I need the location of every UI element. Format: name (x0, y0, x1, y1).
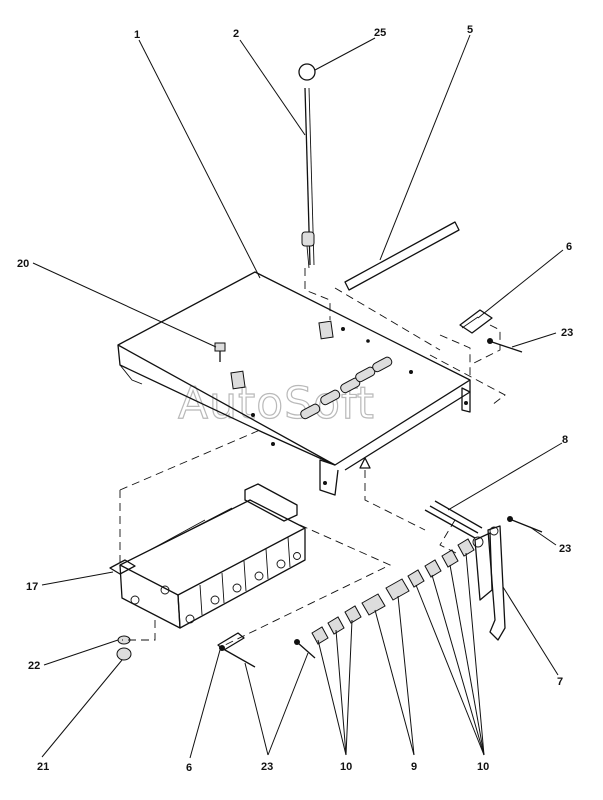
callout-6-lower: 6 (186, 762, 192, 774)
callout-labels: 1 2 25 5 6 23 20 8 23 17 22 21 7 6 23 10… (17, 24, 573, 774)
shaft-part-5 (344, 221, 460, 291)
roller-set-parts-9-10 (311, 536, 484, 645)
screw-part-23-lower-b (294, 639, 316, 659)
callout-23-upper: 23 (561, 327, 573, 339)
callout-5: 5 (467, 24, 473, 36)
bolt-part-20 (214, 342, 226, 362)
callout-23-lower: 23 (261, 761, 273, 773)
callout-21: 21 (37, 761, 49, 773)
callout-10-left: 10 (340, 761, 352, 773)
knob-part-25 (298, 63, 316, 81)
callout-10-right: 10 (477, 761, 489, 773)
callout-9: 9 (411, 761, 417, 773)
assembly-dash-lines (119, 268, 506, 646)
callout-20: 20 (17, 258, 29, 270)
callout-23-right: 23 (559, 543, 571, 555)
callout-25: 25 (374, 27, 386, 39)
leader-lines (32, 34, 564, 759)
callout-17: 17 (26, 581, 38, 593)
nut-part-21 (116, 647, 132, 661)
callout-22: 22 (28, 660, 40, 672)
screw-part-23-lower-a (219, 645, 256, 668)
valve-block-part-17 (109, 483, 306, 629)
screw-part-23-upper (487, 338, 523, 353)
bracket-part-6-lower (217, 632, 245, 651)
callout-7: 7 (557, 676, 563, 688)
bracket-part-6-upper (459, 309, 493, 334)
callout-1: 1 (134, 29, 140, 41)
callout-6-upper: 6 (566, 241, 572, 253)
wire-part-8 (424, 500, 483, 539)
callout-2: 2 (233, 28, 239, 40)
callout-8: 8 (562, 434, 568, 446)
screw-part-23-right (507, 516, 543, 533)
linkage-part-7 (474, 525, 506, 641)
lever-rod-part-2 (301, 87, 315, 269)
